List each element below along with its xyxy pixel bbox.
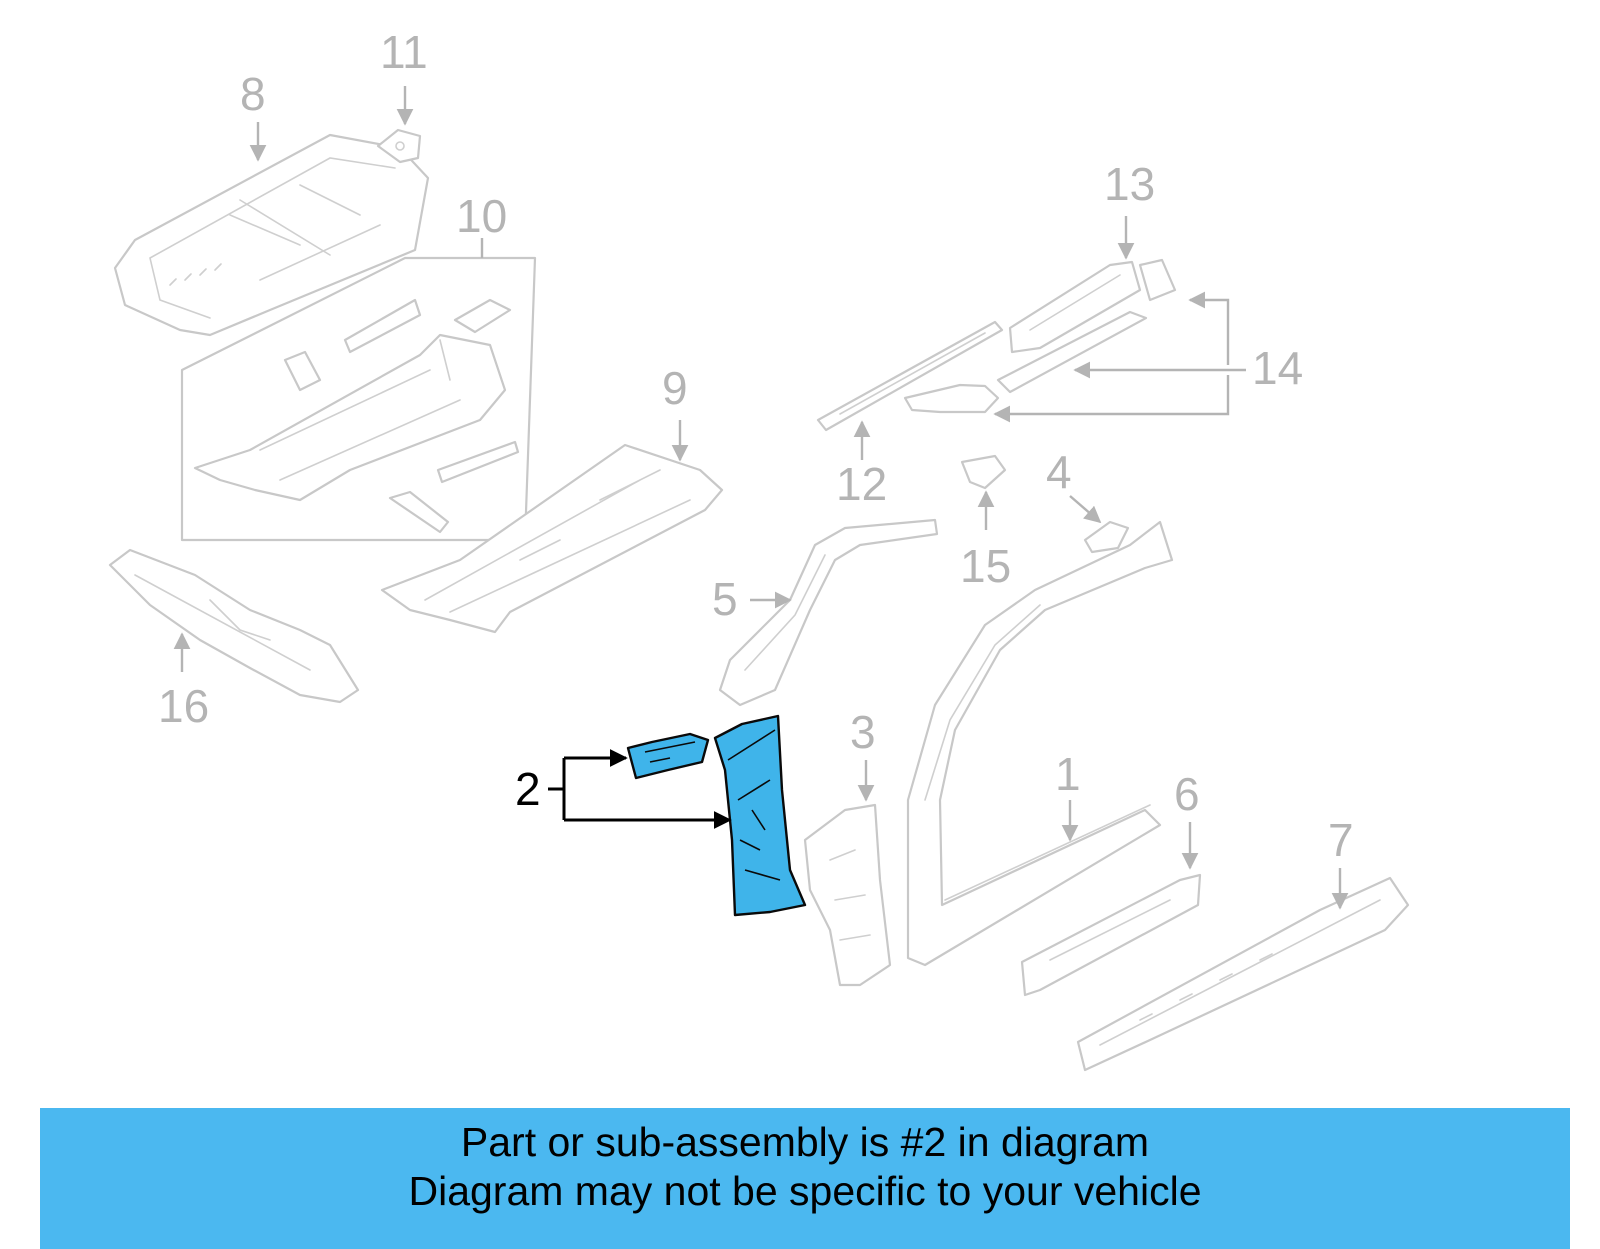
part-14-reinforcements [903,258,1246,423]
part-10-tunnel-assembly [180,256,537,542]
callout-13: 13 [1104,158,1155,210]
callout-2: 2 [515,763,541,815]
part-2-upper-bracket [626,732,710,780]
callout-3: 3 [850,706,876,758]
callout-12: 12 [836,458,887,510]
part-4-bracket [1083,520,1130,554]
part-2-pillar-lower [713,714,807,917]
part-3-hinge-pillar [803,803,892,987]
part-6-rocker-inner [1020,873,1202,997]
callout-11: 11 [380,26,428,78]
callout-14: 14 [1252,342,1303,394]
part-11-bracket [376,128,422,164]
part-16-crossmember [108,548,360,704]
callout-7: 7 [1328,814,1354,866]
part-1-body-side [906,520,1174,967]
part-9-rear-floor [380,443,724,634]
callout-2-leader [548,749,732,829]
callout-15: 15 [960,540,1011,592]
callout-4: 4 [1046,446,1072,498]
part-12-rail [816,320,1004,432]
part-2-highlighted [626,714,807,917]
callout-8: 8 [240,68,266,120]
banner-line-2: Diagram may not be specific to your vehi… [408,1168,1202,1214]
callout-6: 6 [1174,768,1200,820]
part-5-a-pillar-inner [718,518,939,707]
info-banner: Part or sub-assembly is #2 in diagram Di… [40,1108,1570,1249]
callout-1: 1 [1055,748,1081,800]
callout-5: 5 [712,573,738,625]
part-13-roof-side-rail [1008,260,1142,354]
part-15-clip [960,454,1007,490]
callout-10: 10 [456,190,507,242]
banner-line-1: Part or sub-assembly is #2 in diagram [460,1119,1150,1165]
callout-9: 9 [662,362,688,414]
callout-16: 16 [158,680,209,732]
part-8-floor-pan [113,133,430,337]
